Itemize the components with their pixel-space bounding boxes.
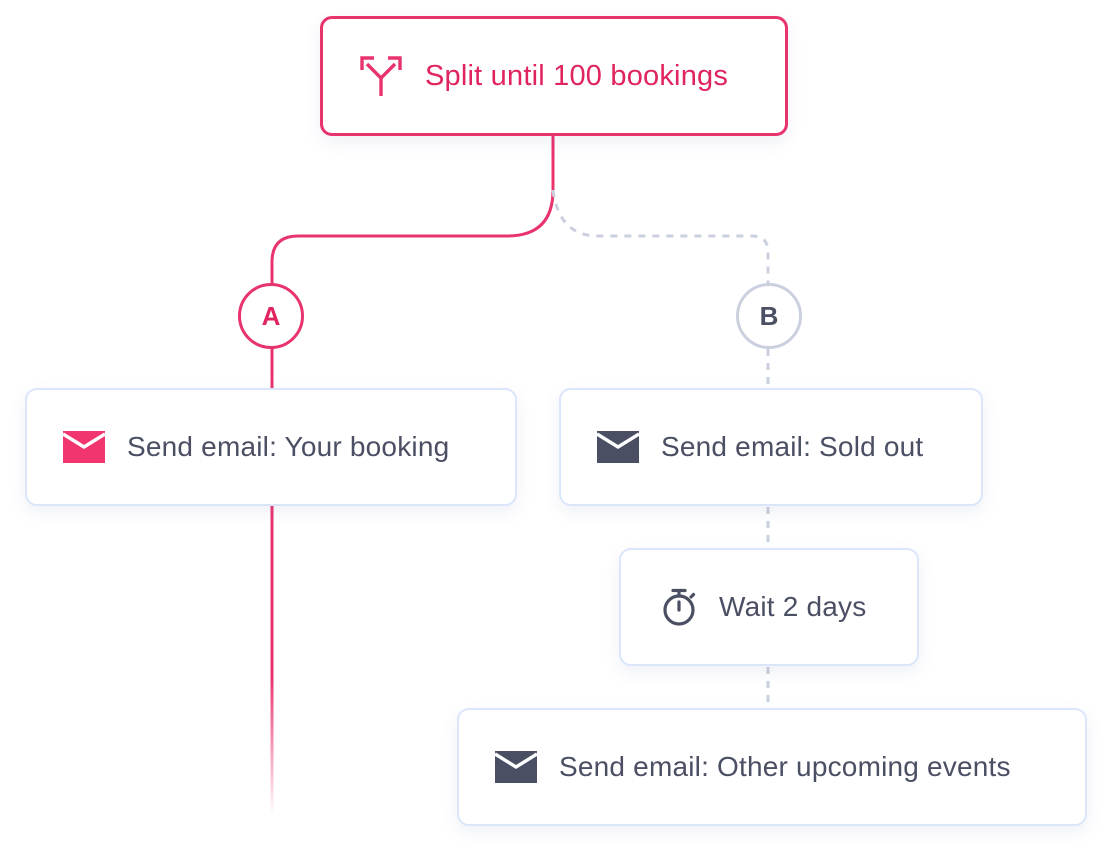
stopwatch-icon (661, 588, 697, 626)
wait-step-label: Wait 2 days (719, 591, 867, 622)
split-arrows-icon (359, 54, 403, 98)
wait-step[interactable]: Wait 2 days (619, 548, 919, 666)
email-step-other-upcoming-events[interactable]: Send email: Other upcoming events (457, 708, 1087, 826)
split-label: Split until 100 bookings (425, 59, 729, 92)
branch-a-marker[interactable]: A (238, 283, 304, 349)
envelope-icon (63, 431, 105, 463)
connector-split-to-a (270, 136, 555, 285)
connector-split-to-b (551, 189, 770, 285)
email-step-label: Send email: Your booking (127, 431, 450, 462)
branch-b-label: B (759, 300, 779, 331)
branch-a-label: A (261, 300, 281, 331)
email-step-sold-out[interactable]: Send email: Sold out (559, 388, 983, 506)
email-step-label: Send email: Other upcoming events (559, 751, 1011, 782)
connector-a-continuation (270, 506, 274, 816)
envelope-icon (597, 431, 639, 463)
envelope-icon (495, 751, 537, 783)
email-step-label: Send email: Sold out (661, 431, 924, 462)
branch-b-marker[interactable]: B (736, 283, 802, 349)
email-step-your-booking[interactable]: Send email: Your booking (25, 388, 517, 506)
split-node[interactable]: Split until 100 bookings (320, 16, 788, 136)
